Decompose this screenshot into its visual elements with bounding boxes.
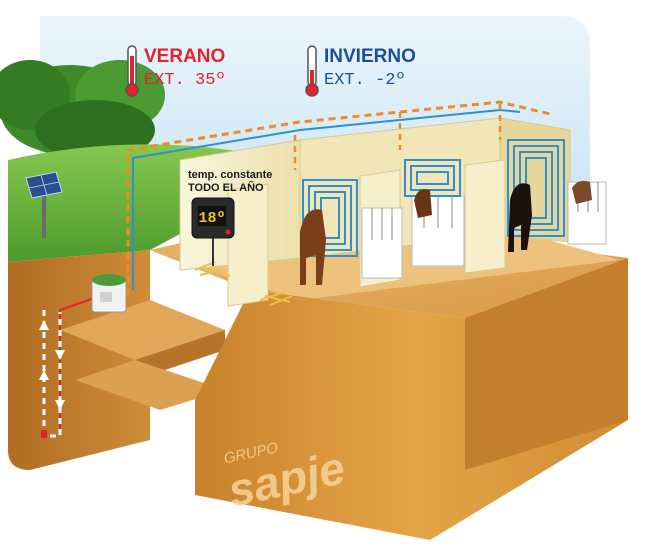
excavation-steps — [60, 300, 225, 410]
heat-pump-unit — [91, 274, 127, 313]
radiant-coils — [302, 139, 565, 257]
trees — [0, 60, 165, 160]
winter-temp: EXT. -2º — [324, 71, 406, 90]
horse-4 — [572, 180, 592, 204]
radiant-coil-2 — [404, 159, 461, 197]
horse-3 — [508, 183, 532, 252]
cold-pipe — [132, 108, 521, 290]
radiant-coil-3 — [507, 139, 565, 237]
ground-pipe-return — [42, 310, 62, 438]
thermostat: temp. constante TODO EL AÑO 18º — [188, 169, 272, 266]
winter-title: INVIERNO — [324, 46, 416, 67]
soil-right-face — [465, 258, 628, 470]
thermostat-reading: 18º — [198, 210, 225, 227]
solar-panel — [25, 171, 63, 238]
thermometer-blue-icon — [305, 45, 319, 97]
summer-temp: EXT. 35º — [144, 71, 226, 90]
horse-1 — [300, 209, 326, 285]
thermostat-label-line2: TODO EL AÑO — [188, 181, 264, 194]
summer-title: VERANO — [144, 46, 225, 67]
pipe-network — [42, 100, 551, 438]
thermometer-red-icon — [125, 45, 139, 97]
thermostat-label-line1: temp. constante — [188, 169, 272, 181]
stall-door-1 — [361, 207, 403, 279]
horse-2 — [414, 189, 432, 218]
ground-probe — [39, 320, 65, 438]
warm-pipe — [126, 100, 551, 295]
straw — [194, 261, 293, 306]
